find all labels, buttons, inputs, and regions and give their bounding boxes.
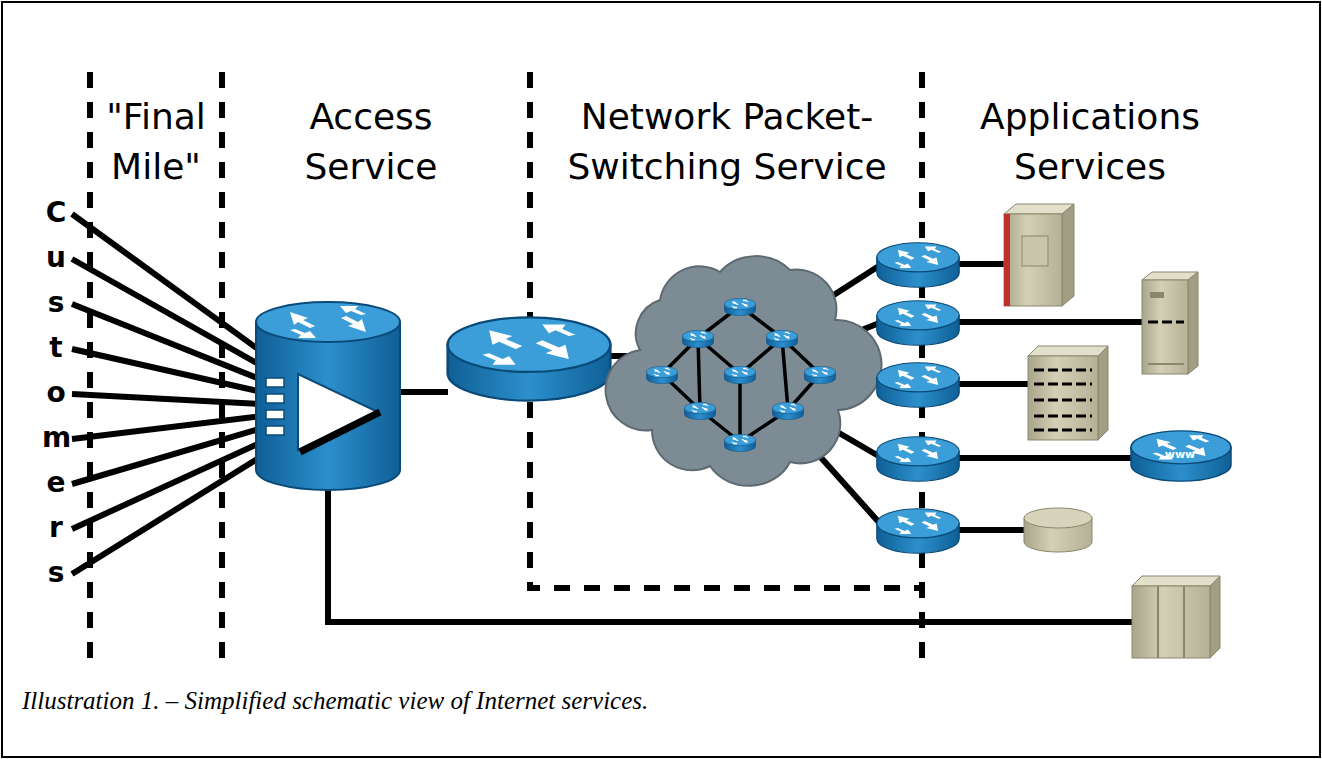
packet-network-cloud	[606, 256, 882, 486]
section-heading: Network Packet-Switching Service	[536, 92, 918, 192]
icon-label: www	[1160, 448, 1200, 461]
cabinet-server	[1132, 576, 1220, 658]
storage-disk	[1024, 508, 1092, 552]
access-concentrator	[256, 302, 400, 490]
rack-server	[1028, 346, 1108, 440]
web-router	[1131, 431, 1231, 481]
edge-router	[448, 317, 611, 400]
figure-caption: Illustration 1. – Simplified schematic v…	[22, 686, 1282, 716]
section-dividers	[90, 72, 922, 668]
mainframe-server	[1004, 204, 1074, 306]
tower-server	[1142, 272, 1198, 374]
section-heading: Access Service	[266, 92, 476, 192]
customers-label: Customers	[42, 190, 70, 595]
section-heading: Applications Services	[930, 92, 1250, 192]
section-heading: "Final Mile"	[94, 92, 218, 192]
application-routers	[877, 243, 959, 553]
customer-lines	[72, 214, 262, 574]
